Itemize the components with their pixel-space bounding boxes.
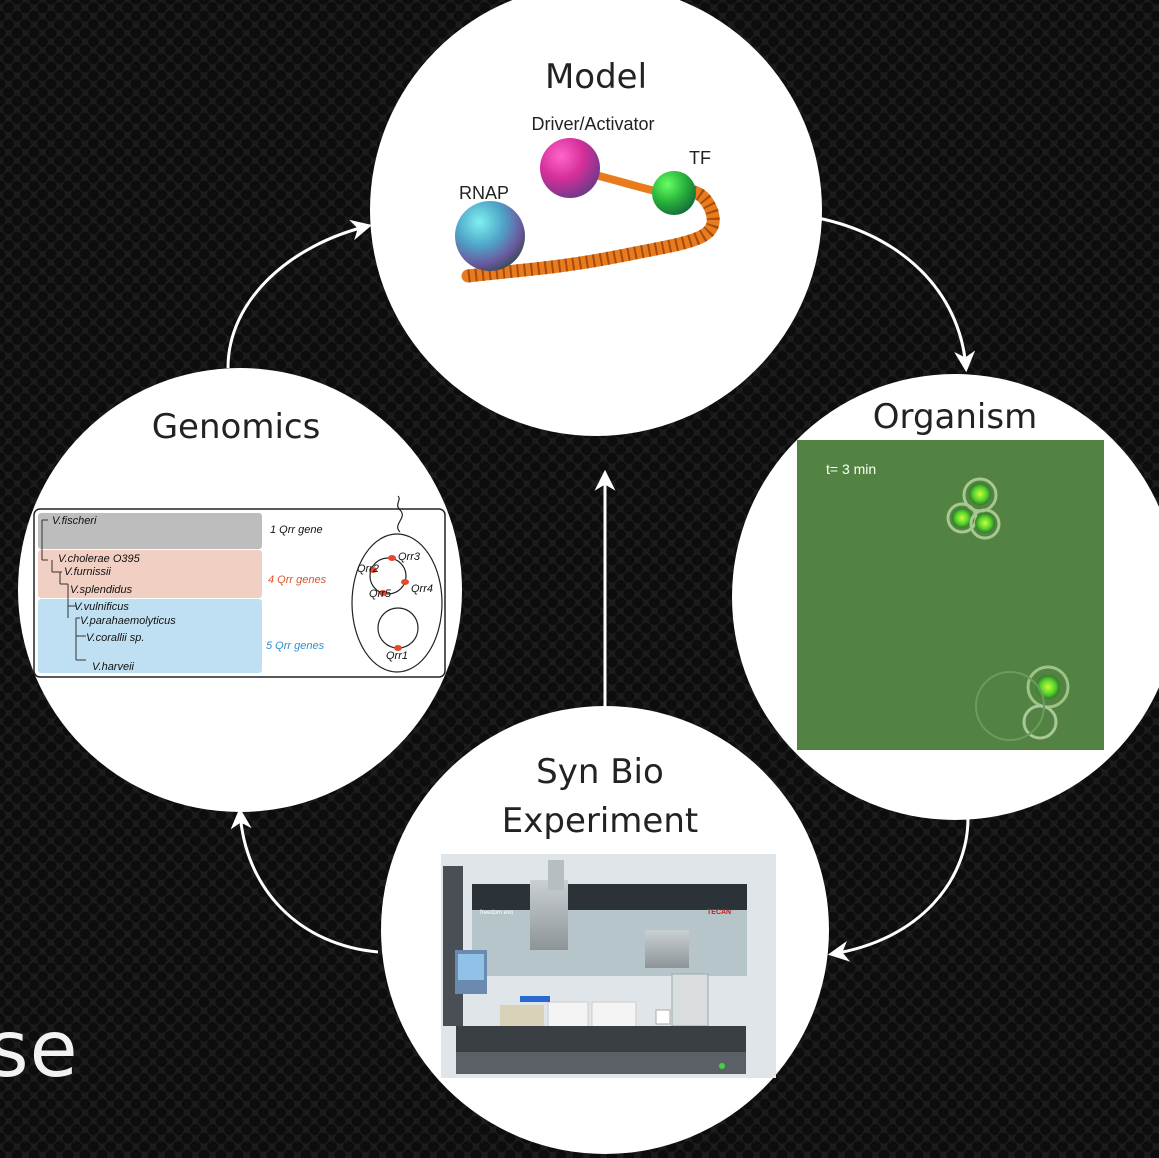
phylo-tree — [41, 519, 86, 661]
microscopy-image — [797, 440, 1104, 750]
cell-shadow — [975, 671, 1045, 741]
genomics-node: Genomics V.fischeri V.cholerae O395 V.fu… — [18, 368, 462, 812]
qrr4-label: Qrr4 — [411, 583, 433, 595]
cell-2 — [952, 508, 972, 528]
brand-right: TECAN — [707, 909, 731, 916]
qrr1-label: Qrr1 — [386, 650, 408, 662]
arrow-genomics-to-model — [226, 219, 373, 369]
microscopy-haze — [797, 440, 1104, 750]
cycle-arrows — [226, 216, 976, 962]
cell-1 — [969, 483, 991, 505]
species-8: V.harveii — [92, 661, 135, 673]
gene-count-1: 1 Qrr gene — [270, 524, 323, 536]
species-5: V.vulnificus — [74, 601, 129, 613]
species-1: V.fischeri — [52, 515, 97, 527]
rnap-sphere — [455, 201, 525, 271]
qrr-genes — [369, 555, 409, 651]
group-five-qrr — [38, 599, 262, 673]
qrr2-label: Qrr2 — [357, 563, 379, 575]
cell-ring-3 — [969, 508, 1001, 540]
cell-ring-5 — [1022, 704, 1058, 740]
group-one-qrr — [38, 513, 262, 549]
organism-node: Organism t= 3 min — [732, 374, 1159, 820]
synbio-title-line1: Syn Bio — [536, 752, 664, 792]
brand-left: freedom evo — [480, 910, 514, 916]
partial-slide-text: se — [0, 1005, 79, 1095]
qrr3-label: Qrr3 — [398, 551, 421, 563]
robot-photo: freedom evo TECAN — [441, 854, 776, 1078]
species-2: V.cholerae O395 — [58, 553, 141, 565]
cell-3 — [975, 513, 995, 533]
gene-count-5: 5 Qrr genes — [266, 640, 325, 652]
group-four-qrr — [38, 550, 262, 598]
dna-strand — [461, 185, 720, 283]
synbio-node: Syn Bio Experiment freedom evo TECAN — [381, 706, 829, 1154]
driver-sphere — [540, 138, 600, 198]
model-title: Model — [545, 57, 647, 97]
species-3: V.furnissii — [64, 566, 111, 578]
tf-label: TF — [689, 148, 711, 168]
arrow-model-to-organism — [817, 216, 976, 373]
genomics-title: Genomics — [152, 407, 321, 447]
qrr5-label: Qrr5 — [369, 588, 392, 600]
species-4: V.splendidus — [70, 584, 133, 596]
rnap-label: RNAP — [459, 183, 509, 203]
tf-sphere — [652, 171, 696, 215]
arrow-synbio-to-genomics — [230, 807, 379, 954]
driver-label: Driver/Activator — [531, 114, 654, 134]
model-node: Model RNAP Driver/Activator TF — [370, 0, 822, 436]
species-7: V.corallii sp. — [86, 632, 144, 644]
cell-ring-2 — [946, 502, 978, 534]
model-circle — [370, 0, 822, 436]
gene-count-4: 4 Qrr genes — [268, 574, 327, 586]
organism-title: Organism — [873, 397, 1037, 437]
species-6: V.parahaemolyticus — [80, 615, 176, 627]
synbio-title-line2: Experiment — [502, 801, 698, 841]
arrow-organism-to-synbio — [827, 817, 970, 962]
cell-4 — [1036, 675, 1060, 699]
time-label: t= 3 min — [826, 461, 876, 477]
